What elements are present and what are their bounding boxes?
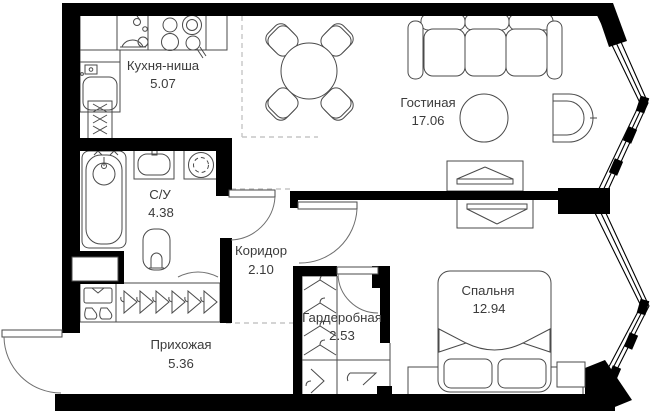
room-area: 5.07 xyxy=(150,76,176,91)
bed-icon xyxy=(407,270,584,398)
radiator-icon xyxy=(87,100,113,140)
chair-icon xyxy=(320,87,354,121)
window-pier xyxy=(608,158,624,176)
door-entry xyxy=(1,329,63,394)
armchair-icon xyxy=(552,93,597,143)
pillow-icon xyxy=(497,358,547,389)
kitchen-sink-unit xyxy=(79,49,121,113)
window-pier xyxy=(606,365,622,383)
door-leaf xyxy=(336,266,379,275)
door-leaf xyxy=(297,201,358,210)
room-area: 17.06 xyxy=(411,113,444,128)
window-sill xyxy=(556,361,586,388)
shoes-icon xyxy=(84,307,113,320)
bathtub-icon xyxy=(81,146,127,249)
room-labels: Кухня-ниша 5.07 Гостиная 17.06 С/У 4.38 … xyxy=(127,58,515,371)
wall-wardrobe-left xyxy=(293,266,302,400)
kitchen-faucet-icon xyxy=(84,64,98,75)
tv-icon xyxy=(456,198,534,229)
room-area: 2.53 xyxy=(329,328,355,343)
wall-bath-right-upper xyxy=(216,138,232,196)
dining-set xyxy=(265,23,354,121)
room-label-bedroom: Спальня 12.94 xyxy=(462,283,515,316)
room-area: 4.38 xyxy=(148,205,174,220)
wall-closet-right xyxy=(220,238,232,323)
blanket-fold xyxy=(521,328,551,353)
window-pier xyxy=(622,126,638,144)
door-leaf xyxy=(228,189,276,198)
kitchen-dish-icon xyxy=(120,15,149,48)
room-name: Коридор xyxy=(235,243,287,258)
washing-machine-icon xyxy=(183,149,219,180)
water-drop-icon xyxy=(133,18,141,26)
room-name: Прихожая xyxy=(150,337,211,352)
tv-icon xyxy=(446,160,524,192)
bay-window-living xyxy=(594,7,650,202)
chair-icon xyxy=(320,23,354,57)
pillow-icon xyxy=(443,358,493,389)
pan-handle-icon xyxy=(196,46,207,59)
tub-niche-inset xyxy=(71,256,119,282)
wall-wardrobe-right xyxy=(380,273,390,343)
window-pier xyxy=(636,298,650,316)
door-swing-arc xyxy=(3,336,62,394)
room-area: 2.10 xyxy=(248,262,274,277)
wall-wardrobe-stub xyxy=(377,386,392,400)
kitchen-sink-icon xyxy=(82,76,118,111)
blanket-fold xyxy=(438,328,468,353)
wall-kitchen-bath xyxy=(62,138,232,151)
stove-icon xyxy=(161,15,207,59)
zone-boundaries xyxy=(222,16,318,324)
room-label-bathroom: С/У 4.38 xyxy=(148,187,174,220)
room-name: Гостиная xyxy=(400,95,455,110)
wall-left xyxy=(62,3,80,333)
box-icon xyxy=(83,287,113,304)
dining-table-icon xyxy=(280,42,338,100)
door-bedroom xyxy=(297,201,358,264)
wall-living-bedroom xyxy=(290,191,610,200)
kitchen-counter xyxy=(79,13,228,59)
door-swing-arc xyxy=(337,273,379,314)
wall-wardrobe-top xyxy=(293,266,337,276)
room-area: 12.94 xyxy=(472,301,505,316)
hall-closet xyxy=(79,282,221,323)
door-swing-arc xyxy=(230,196,276,241)
room-label-hallway: Прихожая 5.36 xyxy=(150,337,211,371)
room-name: Кухня-ниша xyxy=(127,58,200,73)
wall-divider-end-block xyxy=(558,188,610,214)
room-label-wardrobe: Гардеробная 2.53 xyxy=(302,310,382,343)
door-swing-arc xyxy=(298,208,358,264)
room-name: Гардеробная xyxy=(302,310,382,325)
window-pier xyxy=(635,95,650,114)
wall-bottom xyxy=(55,394,615,411)
window-pier xyxy=(623,332,639,350)
sofa-icon xyxy=(407,13,563,80)
wall-top xyxy=(62,3,608,16)
hanger-icon xyxy=(120,289,218,315)
wall-bay-top-angle xyxy=(594,3,627,47)
coffee-table-icon xyxy=(459,93,509,143)
room-label-living: Гостиная 17.06 xyxy=(400,95,455,128)
door-wardrobe xyxy=(336,266,379,314)
room-area: 5.36 xyxy=(168,356,194,371)
bathroom-floor-arc xyxy=(177,271,219,278)
hanger-icon xyxy=(303,274,378,394)
door-leaf xyxy=(1,329,63,338)
walls xyxy=(55,3,632,411)
room-name: С/У xyxy=(149,187,171,202)
room-label-kitchen: Кухня-ниша 5.07 xyxy=(127,58,200,91)
toilet-icon xyxy=(142,228,171,271)
room-label-corridor: Коридор 2.10 xyxy=(235,243,287,277)
door-bathroom xyxy=(228,189,276,241)
room-name: Спальня xyxy=(462,283,515,298)
wall-stub xyxy=(290,191,298,208)
bay-window-bedroom xyxy=(556,208,650,400)
